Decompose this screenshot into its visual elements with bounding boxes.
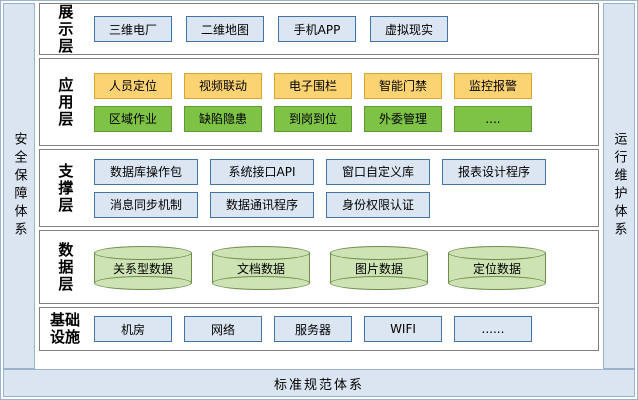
layer-presentation: 展示层三维电厂二维地图手机APP 虚拟现实 xyxy=(39,3,599,55)
node-row: 区域作业缺陷隐患到岗到位外委管理.... xyxy=(94,105,590,132)
node-application[interactable]: 外委管理 xyxy=(364,105,442,132)
standards-band-label: 标准规范体系 xyxy=(273,377,364,393)
cylinder-top-ellipse xyxy=(448,246,546,260)
node-row: 数据库操作包系统接口API 窗口自定义库报表设计程序 xyxy=(94,158,590,185)
layer-application: 应用层人员定位视频联动电子围栏智能门禁监控报警区域作业缺陷隐患到岗到位外委管理.… xyxy=(39,58,599,146)
database-cylinder[interactable]: 定位数据 xyxy=(448,246,546,290)
node-application[interactable]: 电子围栏 xyxy=(274,72,352,99)
layer-label-infrastructure: 基础设施 xyxy=(40,308,90,350)
cylinder-label: 文档数据 xyxy=(236,261,285,276)
layer-label-application: 应用层 xyxy=(40,59,90,145)
cylinder-bottom-ellipse xyxy=(94,276,192,290)
node-application[interactable]: 人员定位 xyxy=(94,72,172,99)
layer-label-text: 基础设施 xyxy=(49,311,80,346)
node-presentation[interactable]: 二维地图 xyxy=(186,16,264,42)
node-application[interactable]: 到岗到位 xyxy=(274,105,352,132)
node-presentation[interactable]: 手机APP xyxy=(278,16,356,42)
layer-support: 支撑层数据库操作包系统接口API 窗口自定义库报表设计程序消息同步机制数据通讯程序… xyxy=(39,149,599,227)
database-cylinder[interactable]: 图片数据 xyxy=(330,246,428,290)
operations-maintenance-label: 运行维护体系 xyxy=(611,132,627,240)
cylinder-label: 定位数据 xyxy=(472,261,521,276)
node-application[interactable]: 监控报警 xyxy=(454,72,532,99)
database-cylinder[interactable]: 文档数据 xyxy=(212,246,310,290)
node-support[interactable]: 消息同步机制 xyxy=(94,191,198,218)
cylinder-top-ellipse xyxy=(330,246,428,260)
cylinder-bottom-ellipse xyxy=(448,276,546,290)
standards-band: 标准规范体系 xyxy=(3,369,635,397)
cylinder-top-ellipse xyxy=(94,246,192,260)
node-presentation[interactable]: 三维电厂 xyxy=(94,16,172,42)
node-infrastructure[interactable]: 网络 xyxy=(184,316,262,342)
cylinder-bottom-ellipse xyxy=(212,276,310,290)
layer-data: 数据层 关系型数据 文档数据 图片数据 定位数据 xyxy=(39,230,599,304)
layer-label-text: 展示层 xyxy=(56,3,75,55)
layer-label-presentation: 展示层 xyxy=(40,3,90,55)
operations-maintenance-band: 运行维护体系 xyxy=(603,3,635,369)
node-application[interactable]: 缺陷隐患 xyxy=(184,105,262,132)
layer-label-support: 支撑层 xyxy=(40,150,90,226)
cylinder-top-ellipse xyxy=(212,246,310,260)
layer-infrastructure: 基础设施机房网络服务器 WIFI...... xyxy=(39,307,599,351)
node-infrastructure[interactable]: 机房 xyxy=(94,316,172,342)
node-infrastructure[interactable]: ...... xyxy=(454,316,532,342)
node-support[interactable]: 报表设计程序 xyxy=(442,158,546,185)
node-application[interactable]: .... xyxy=(454,105,532,132)
node-row: 人员定位视频联动电子围栏智能门禁监控报警 xyxy=(94,72,590,99)
cylinder-label: 关系型数据 xyxy=(112,261,173,276)
layer-stack: 展示层三维电厂二维地图手机APP 虚拟现实应用层人员定位视频联动电子围栏智能门禁监… xyxy=(39,3,599,369)
layer-body-data: 关系型数据 文档数据 图片数据 定位数据 xyxy=(90,231,598,303)
cylinder-bottom-ellipse xyxy=(330,276,428,290)
node-application[interactable]: 智能门禁 xyxy=(364,72,442,99)
layer-body-presentation: 三维电厂二维地图手机APP 虚拟现实 xyxy=(90,4,598,54)
database-cylinder[interactable]: 关系型数据 xyxy=(94,246,192,290)
node-application[interactable]: 区域作业 xyxy=(94,105,172,132)
security-assurance-label: 安全保障体系 xyxy=(11,132,27,240)
node-support[interactable]: 系统接口API xyxy=(210,158,314,185)
node-support[interactable]: 数据通讯程序 xyxy=(210,191,314,218)
node-support[interactable]: 身份权限认证 xyxy=(326,191,430,218)
node-application[interactable]: 视频联动 xyxy=(184,72,262,99)
node-row: 三维电厂二维地图手机APP 虚拟现实 xyxy=(94,16,590,42)
layer-label-data: 数据层 xyxy=(40,231,90,303)
node-row: 消息同步机制数据通讯程序身份权限认证 xyxy=(94,191,590,218)
node-row: 机房网络服务器 WIFI...... xyxy=(94,316,590,342)
cylinder-row: 关系型数据 文档数据 图片数据 定位数据 xyxy=(94,244,590,290)
security-assurance-band: 安全保障体系 xyxy=(3,3,35,369)
node-support[interactable]: 窗口自定义库 xyxy=(326,158,430,185)
layer-label-text: 支撑层 xyxy=(56,162,75,214)
node-presentation[interactable]: 虚拟现实 xyxy=(370,16,448,42)
layer-label-text: 数据层 xyxy=(56,241,75,293)
node-infrastructure[interactable]: WIFI xyxy=(364,316,442,342)
cylinder-label: 图片数据 xyxy=(354,261,403,276)
node-infrastructure[interactable]: 服务器 xyxy=(274,316,352,342)
layer-body-support: 数据库操作包系统接口API 窗口自定义库报表设计程序消息同步机制数据通讯程序身份权… xyxy=(90,150,598,226)
layer-label-text: 应用层 xyxy=(56,76,75,128)
node-support[interactable]: 数据库操作包 xyxy=(94,158,198,185)
layer-body-application: 人员定位视频联动电子围栏智能门禁监控报警区域作业缺陷隐患到岗到位外委管理.... xyxy=(90,59,598,145)
layer-body-infrastructure: 机房网络服务器 WIFI...... xyxy=(90,308,598,350)
